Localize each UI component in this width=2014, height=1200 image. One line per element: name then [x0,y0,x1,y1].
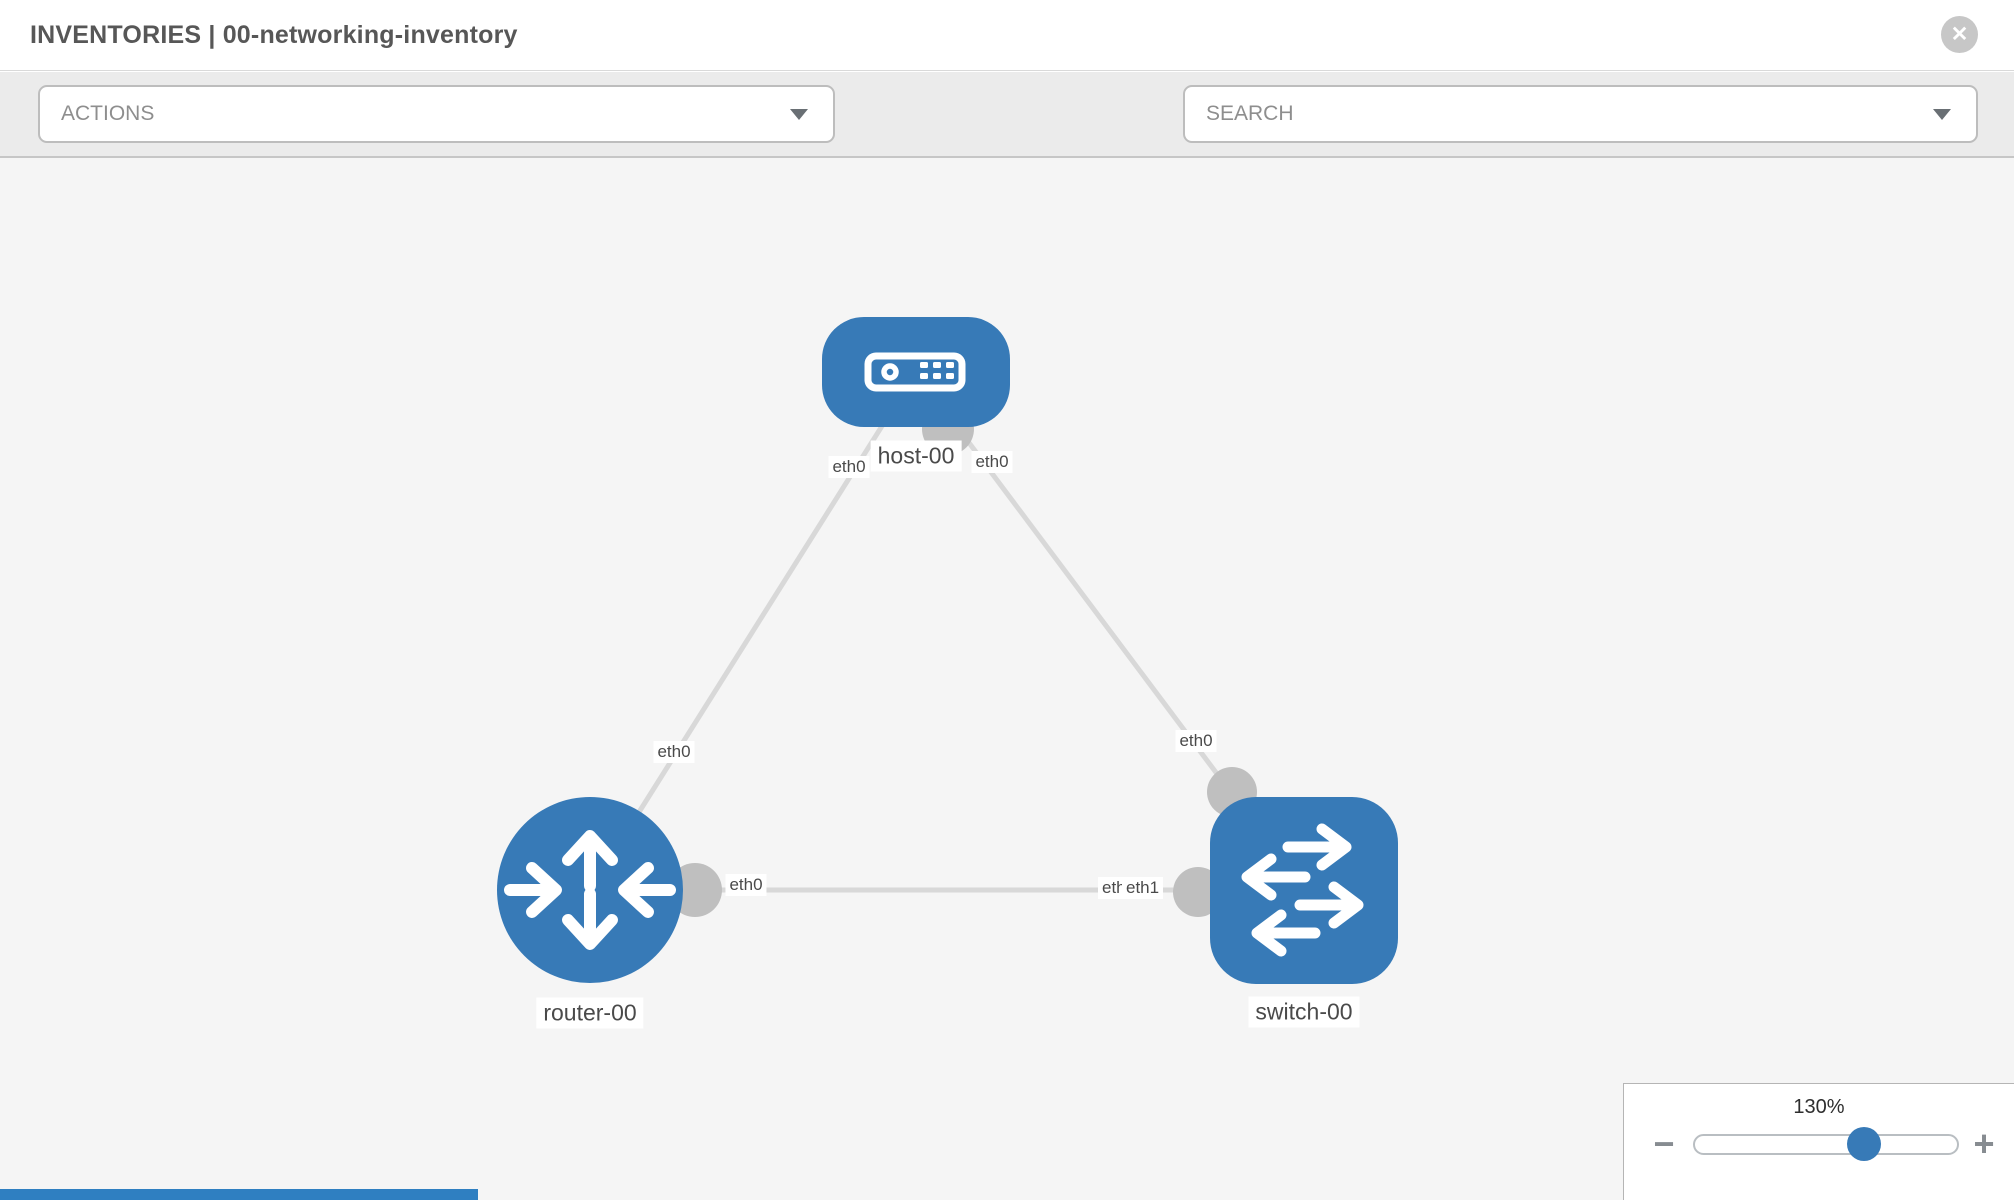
actions-dropdown-label: ACTIONS [61,102,155,125]
interface-connectors [668,403,1257,917]
node-label-router[interactable]: router-00 [536,997,644,1029]
interface-label: eth0 [828,456,870,478]
interface-label: eth1 [1122,877,1164,899]
zoom-percent-label: 130% [1793,1096,1845,1118]
topology-canvas[interactable] [0,158,2014,1200]
interface-label: eth0 [725,874,767,896]
page-title: INVENTORIES | 00-networking-inventory [30,21,518,49]
interface-label: eth0 [1175,730,1217,752]
zoom-out-button[interactable]: − [1653,1123,1675,1164]
header-bar: INVENTORIES | 00-networking-inventory ✕ [0,0,2014,71]
interface-label: eth0 [653,741,695,763]
host-icon [864,352,966,392]
search-dropdown-label: SEARCH [1206,102,1294,125]
search-dropdown[interactable]: SEARCH [1183,85,1978,143]
zoom-in-button[interactable]: + [1973,1123,1995,1164]
node-label-host[interactable]: host-00 [870,440,962,472]
node-label-switch[interactable]: switch-00 [1248,996,1360,1028]
router-icon [504,830,676,950]
switch-icon [1241,823,1364,957]
close-icon[interactable]: ✕ [1941,16,1978,53]
zoom-control-panel: 130% − + [1623,1083,2014,1200]
toolbar: ACTIONS SEARCH [0,72,2014,207]
zoom-slider-thumb[interactable] [1847,1127,1881,1161]
chevron-down-icon [790,109,808,120]
interface-label: eth0 [971,451,1013,473]
node-switch[interactable] [1210,797,1398,984]
actions-dropdown[interactable]: ACTIONS [38,85,835,143]
node-router[interactable] [497,797,683,983]
footer-accent-bar [0,1189,478,1200]
zoom-slider-track[interactable] [1693,1134,1959,1155]
chevron-down-icon [1933,109,1951,120]
node-host[interactable] [822,317,1010,427]
